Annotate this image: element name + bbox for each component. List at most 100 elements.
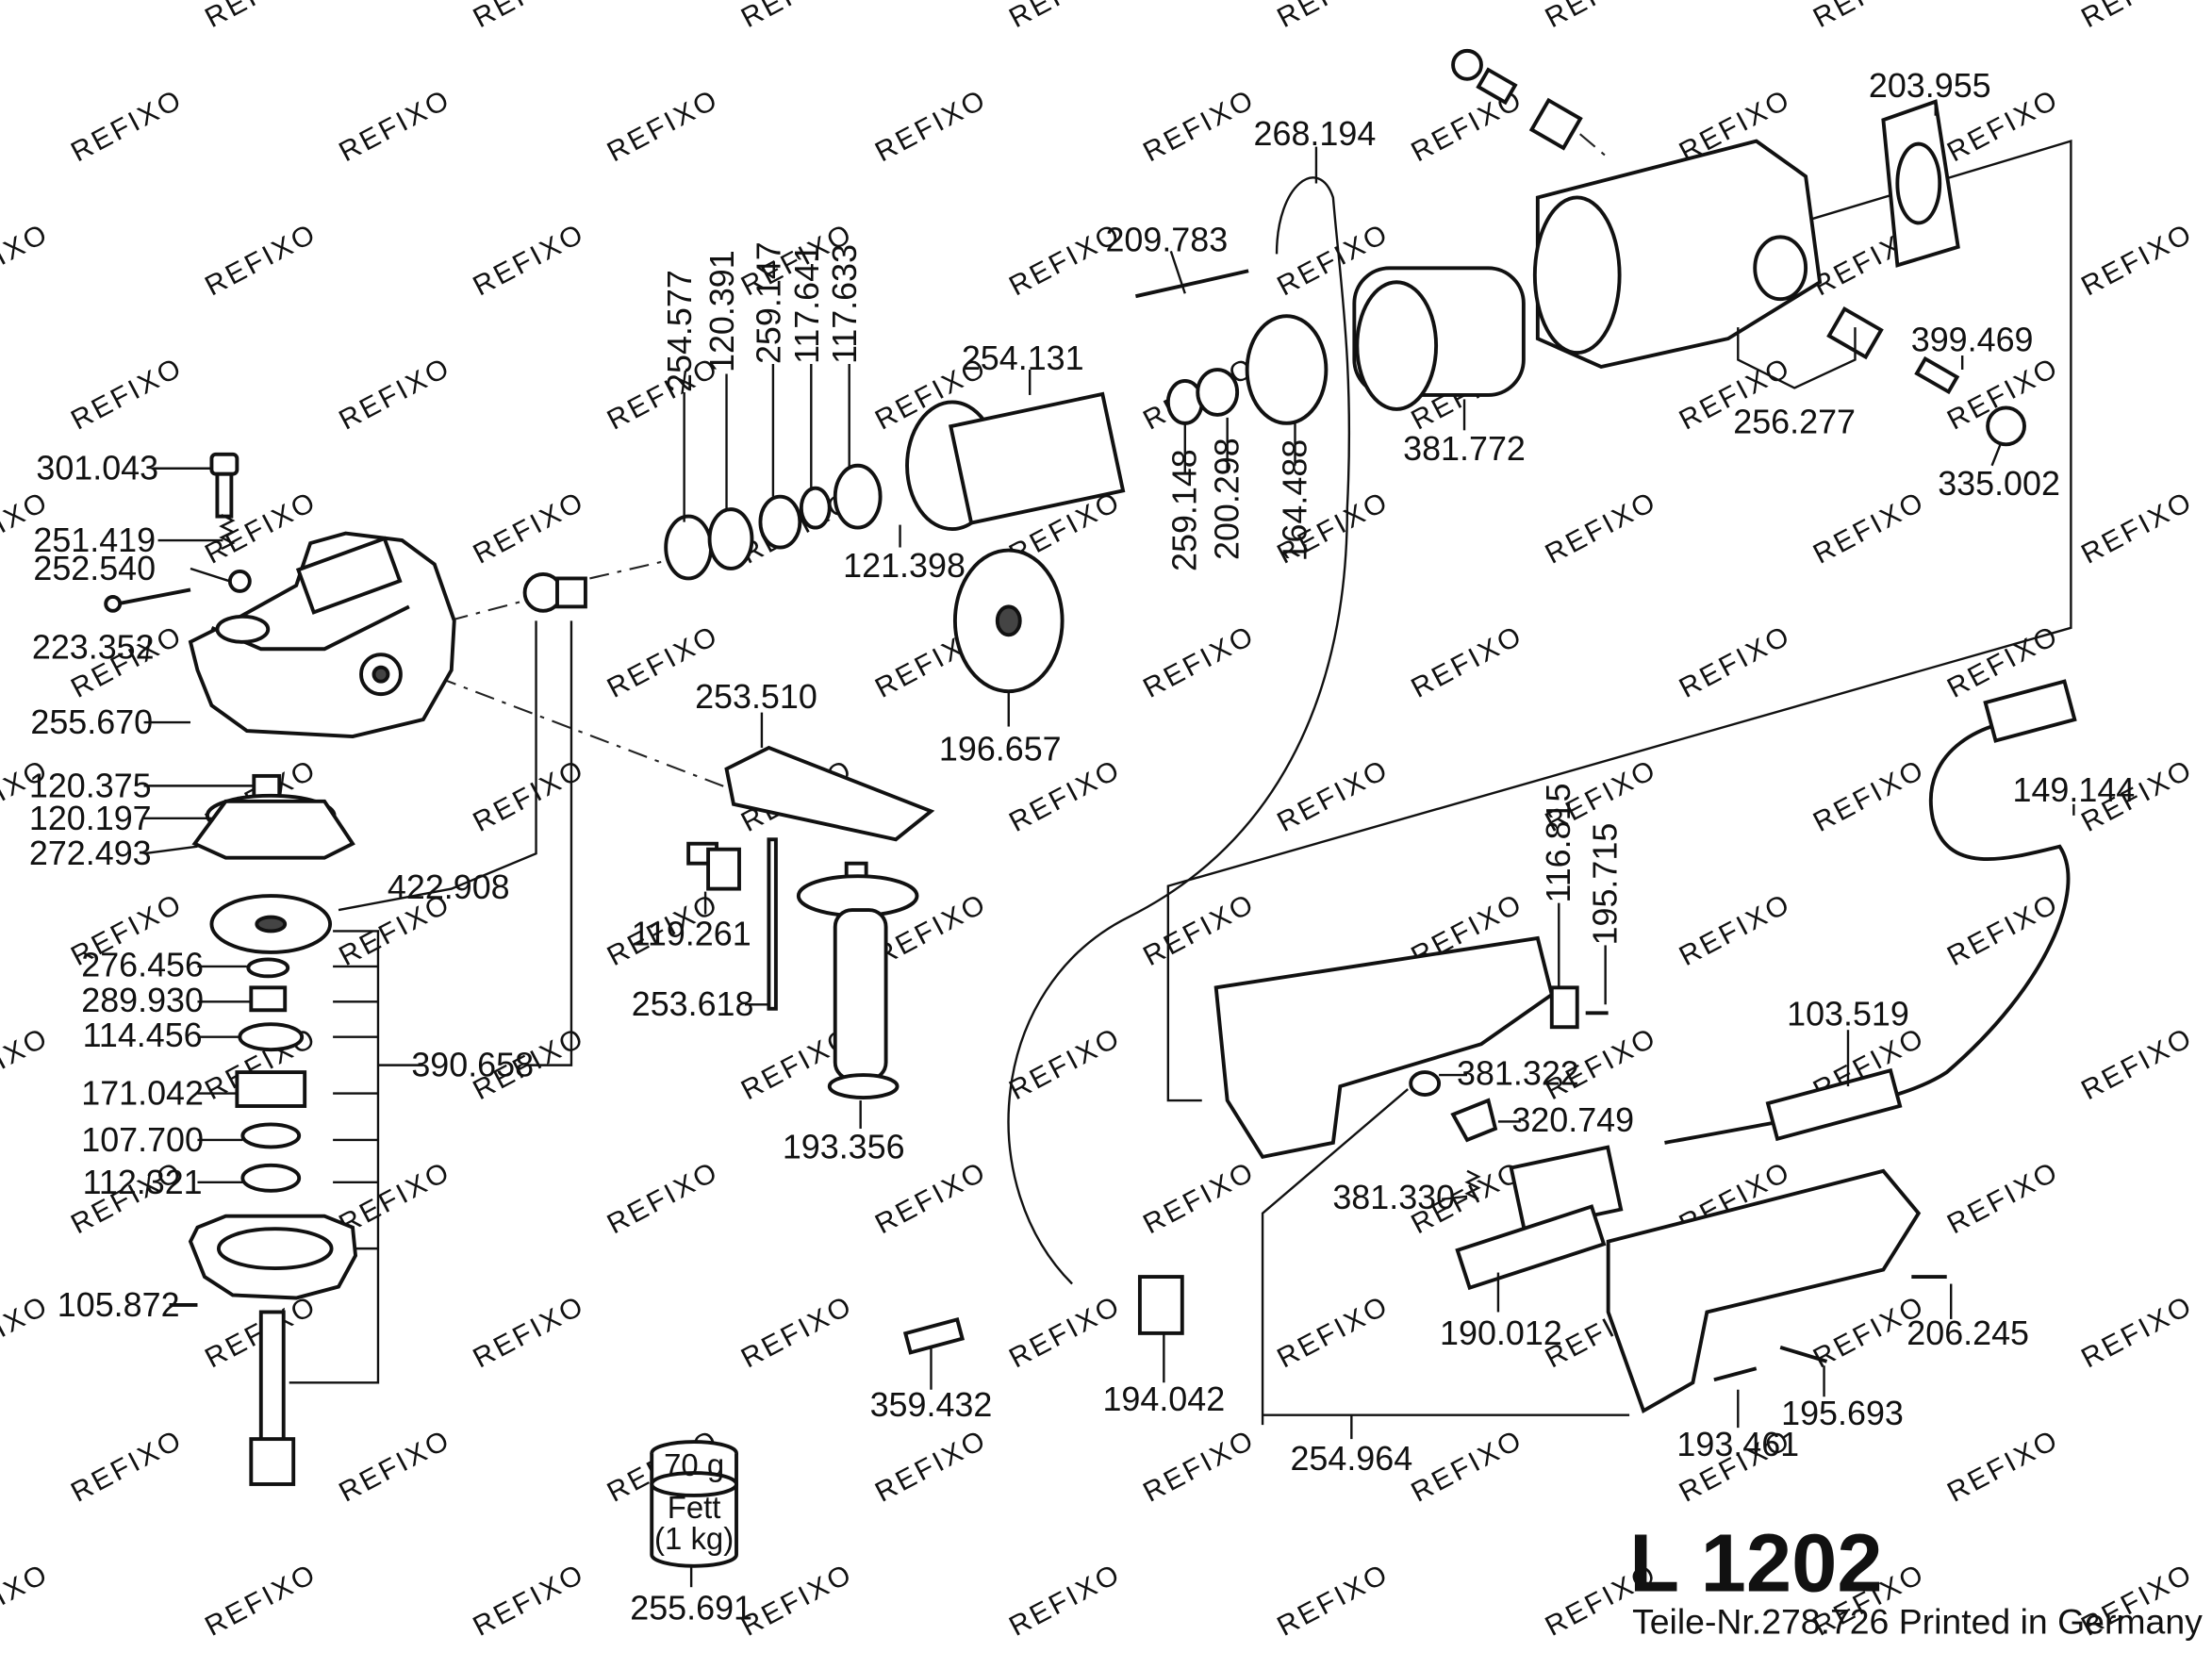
part-label-116815: 116.815	[1540, 783, 1577, 902]
gear-head-housing	[188, 531, 456, 738]
watermark-text: REFIXO	[1138, 620, 1261, 704]
part-label-320749: 320.749	[1511, 1101, 1634, 1139]
watermark-text: REFIXO	[334, 352, 456, 437]
leader-lines	[143, 101, 2075, 1588]
part-label-255691: 255.691	[630, 1590, 752, 1628]
model-title: L 1202	[1629, 1518, 1883, 1610]
watermark-text: REFIXO	[1808, 0, 1931, 34]
part-label-114456: 114.456	[83, 1016, 203, 1054]
watermark-text: REFIXO	[468, 0, 590, 34]
part-label-117641: 117.641	[788, 244, 826, 364]
lock-button-screw	[104, 452, 252, 613]
part-label-120375: 120.375	[29, 767, 152, 804]
part-label-272493: 272.493	[29, 834, 152, 872]
part-label-196657: 196.657	[939, 730, 1062, 768]
part-label-194042: 194.042	[1102, 1380, 1225, 1418]
side-handle	[686, 745, 935, 1099]
watermark-text: REFIXO	[1541, 0, 1663, 34]
part-label-105872: 105.872	[58, 1286, 180, 1324]
part-label-112321: 112.321	[83, 1164, 203, 1201]
armature-assembly	[522, 314, 1329, 694]
watermark-text: REFIXO	[0, 218, 55, 303]
part-label-301043: 301.043	[36, 450, 158, 487]
part-label-259147: 259.147	[750, 241, 787, 364]
watermark-text: REFIXO	[1406, 1424, 1528, 1509]
motor-housing	[1007, 99, 1960, 1285]
part-label-252540: 252.540	[33, 550, 156, 587]
rear-handle-housing	[1213, 935, 1947, 1414]
watermark-text: REFIXO	[0, 0, 55, 34]
part-label-268194: 268.194	[1254, 115, 1377, 153]
watermark-text: REFIXO	[1675, 887, 1797, 972]
part-label-381322: 381.322	[1457, 1055, 1579, 1093]
watermark-text: REFIXO	[1406, 620, 1528, 704]
assembly-outline-lines	[437, 133, 2072, 1102]
watermark-text: REFIXO	[1138, 1424, 1261, 1509]
part-label-149144: 149.144	[2013, 771, 2136, 809]
watermark-text: REFIXO	[66, 83, 189, 168]
part-label-335002: 335.002	[1938, 465, 2060, 503]
watermark-text: REFIXO	[1942, 1424, 2065, 1509]
part-label-381772: 381.772	[1403, 430, 1526, 468]
part-label-206245: 206.245	[1907, 1314, 2029, 1352]
watermark-text: REFIXO	[1004, 1558, 1127, 1643]
part-label-120197: 120.197	[29, 800, 152, 837]
part-label-164488: 164.488	[1276, 439, 1313, 562]
watermark-text: REFIXO	[1272, 1290, 1395, 1375]
watermark-text: REFIXO	[1808, 753, 1931, 838]
watermark-text: REFIXO	[468, 1558, 590, 1643]
watermark-text: REFIXO	[736, 1558, 859, 1643]
watermark-text: REFIXO	[1004, 0, 1127, 34]
grease-name: Fett	[668, 1490, 721, 1525]
part-label-200298: 200.298	[1209, 438, 1246, 560]
part-label-359432: 359.432	[870, 1386, 993, 1424]
watermark-text: REFIXO	[1138, 83, 1261, 168]
part-label-195693: 195.693	[1781, 1395, 1904, 1432]
part-label-107700: 107.700	[81, 1121, 204, 1159]
grease-can: 70 g Fett (1 kg)	[650, 1440, 738, 1568]
part-label-399469: 399.469	[1911, 322, 2034, 359]
watermark-text: REFIXO	[1942, 887, 2065, 972]
watermark-text: REFIXO	[0, 1290, 55, 1375]
watermark-text: REFIXO	[200, 0, 322, 34]
watermark-text: REFIXO	[870, 1156, 993, 1241]
part-label-255670: 255.670	[30, 703, 153, 741]
part-label-223352: 223.352	[32, 629, 155, 667]
part-label-119261: 119.261	[632, 915, 751, 952]
watermark-text: REFIXO	[66, 352, 189, 437]
watermark-text: REFIXO	[200, 1558, 322, 1643]
watermark-text: REFIXO	[2076, 1021, 2199, 1106]
part-label-203955: 203.955	[1869, 67, 1991, 105]
watermark-text: REFIXO	[0, 1558, 55, 1643]
watermark-text: REFIXO	[1272, 1558, 1395, 1643]
watermark-text: REFIXO	[736, 1290, 859, 1375]
watermark-text: REFIXO	[1541, 486, 1663, 570]
watermark-text: REFIXO	[468, 218, 590, 303]
watermark-text: REFIXO	[334, 83, 456, 168]
watermark-text: REFIXO	[870, 1424, 993, 1509]
watermark-text: REFIXO	[870, 83, 993, 168]
watermark-text: REFIXO	[2076, 0, 2199, 34]
watermark-text: REFIXO	[1004, 1021, 1127, 1106]
part-label-254964: 254.964	[1290, 1440, 1412, 1478]
watermark-text: REFIXO	[66, 1424, 189, 1509]
power-cord	[1664, 679, 2077, 1145]
part-label-121398: 121.398	[843, 547, 966, 585]
part-label-193461: 193.461	[1676, 1426, 1799, 1463]
part-label-171042: 171.042	[81, 1075, 204, 1113]
watermark-text: REFIXO	[2076, 1290, 2199, 1375]
watermark-text: REFIXO	[1138, 887, 1261, 972]
part-label-253618: 253.618	[632, 985, 754, 1023]
part-label-381330: 381.330	[1332, 1179, 1455, 1216]
part-label-289930: 289.930	[81, 982, 204, 1019]
part-label-195715: 195.715	[1587, 823, 1625, 946]
part-label-422908: 422.908	[388, 868, 510, 906]
grease-amount: 70 g	[664, 1447, 724, 1482]
loose-parts	[902, 1275, 1184, 1355]
part-number-labels: 203.955 268.194 209.783 254.131 254.577 …	[29, 67, 2135, 1627]
part-label-254577: 254.577	[661, 270, 699, 392]
watermark-text: REFIXO	[603, 1156, 725, 1241]
watermark-text: REFIXO	[736, 0, 859, 34]
part-label-254131: 254.131	[962, 339, 1084, 377]
